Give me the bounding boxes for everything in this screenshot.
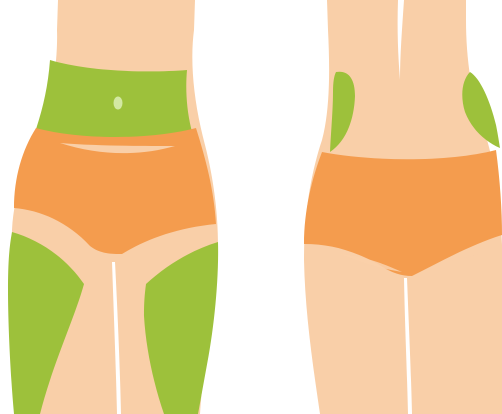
front-figure [8, 0, 218, 414]
navel [114, 97, 123, 110]
back-figure [304, 0, 502, 414]
